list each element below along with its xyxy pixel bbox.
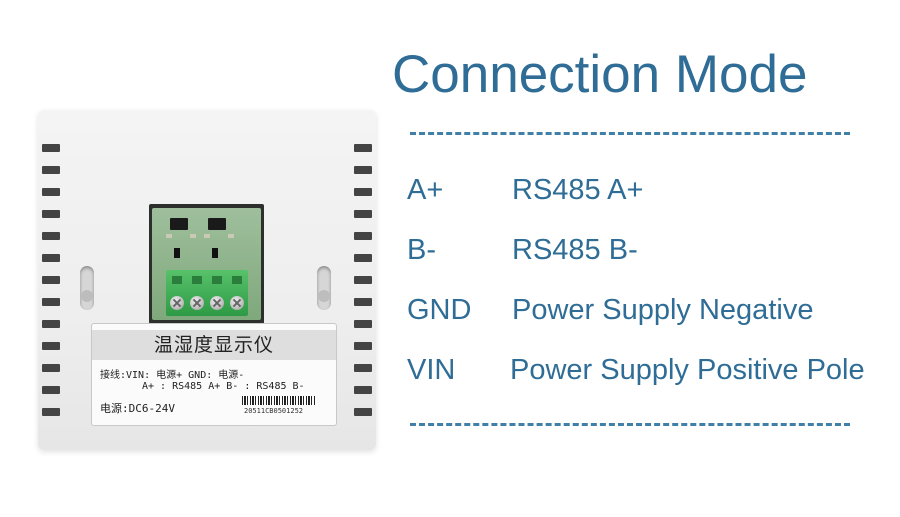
pin-label-vin: VIN xyxy=(407,354,456,386)
vent-slot xyxy=(42,342,60,350)
smd-component xyxy=(212,248,218,258)
pcb-window xyxy=(149,204,264,324)
pin-desc-b-minus: RS485 B- xyxy=(512,234,638,266)
terminal-screw xyxy=(170,296,184,310)
vent-slot xyxy=(42,254,60,262)
smd-component xyxy=(174,248,180,258)
divider-bottom xyxy=(410,423,850,426)
vent-slot xyxy=(354,320,372,328)
vent-slot xyxy=(354,232,372,240)
vent-slot xyxy=(42,386,60,394)
solder-pad xyxy=(190,234,196,238)
terminal-screw xyxy=(230,296,244,310)
pin-desc-gnd: Power Supply Negative xyxy=(512,294,814,326)
vent-slot xyxy=(354,276,372,284)
chip xyxy=(208,218,226,230)
label-wiring-line1: 接线:VIN: 电源+ GND: 电源- xyxy=(100,370,245,381)
solder-pad xyxy=(204,234,210,238)
page-title: Connection Mode xyxy=(392,45,808,104)
mount-keyhole xyxy=(80,266,94,310)
product-label: 温湿度显示仪 接线:VIN: 电源+ GND: 电源- A+ : RS485 A… xyxy=(91,323,337,426)
vent-slot xyxy=(42,320,60,328)
barcode xyxy=(242,396,316,405)
vent-slot xyxy=(42,166,60,174)
mount-keyhole xyxy=(317,266,331,310)
label-title: 温湿度显示仪 xyxy=(92,330,336,360)
vent-slot xyxy=(42,210,60,218)
vent-slot xyxy=(42,276,60,284)
vent-slot xyxy=(42,232,60,240)
vent-slot xyxy=(354,364,372,372)
divider-top xyxy=(410,132,850,135)
circuit-board xyxy=(152,208,261,320)
terminal-slot xyxy=(172,276,182,284)
vent-slot xyxy=(354,188,372,196)
vent-slot xyxy=(354,298,372,306)
vent-slot xyxy=(354,210,372,218)
vent-slot xyxy=(354,386,372,394)
solder-pad xyxy=(228,234,234,238)
vent-slot xyxy=(354,254,372,262)
vent-slot xyxy=(354,342,372,350)
pin-label-gnd: GND xyxy=(407,294,472,326)
vent-slot xyxy=(354,408,372,416)
terminal-slot xyxy=(232,276,242,284)
vent-slot xyxy=(42,144,60,152)
terminal-block xyxy=(166,270,248,316)
pin-desc-vin: Power Supply Positive Pole xyxy=(510,354,865,386)
terminal-screw xyxy=(210,296,224,310)
pin-label-b-minus: B- xyxy=(407,234,436,266)
terminal-screw xyxy=(190,296,204,310)
vent-slot xyxy=(354,144,372,152)
pin-label-a-plus: A+ xyxy=(407,174,444,206)
terminal-slot xyxy=(192,276,202,284)
vent-slot xyxy=(354,166,372,174)
vent-slot xyxy=(42,408,60,416)
device-photo: 温湿度显示仪 接线:VIN: 电源+ GND: 电源- A+ : RS485 A… xyxy=(38,110,376,450)
label-wiring-line2: A+ : RS485 A+ B- : RS485 B- xyxy=(142,381,305,392)
vent-slot xyxy=(42,298,60,306)
terminal-slot xyxy=(212,276,222,284)
pin-desc-a-plus: RS485 A+ xyxy=(512,174,644,206)
vent-slot xyxy=(42,188,60,196)
serial-number: 20511CB0501252 xyxy=(244,407,304,415)
label-power: 电源:DC6-24V xyxy=(100,402,175,415)
solder-pad xyxy=(166,234,172,238)
chip xyxy=(170,218,188,230)
vent-slot xyxy=(42,364,60,372)
